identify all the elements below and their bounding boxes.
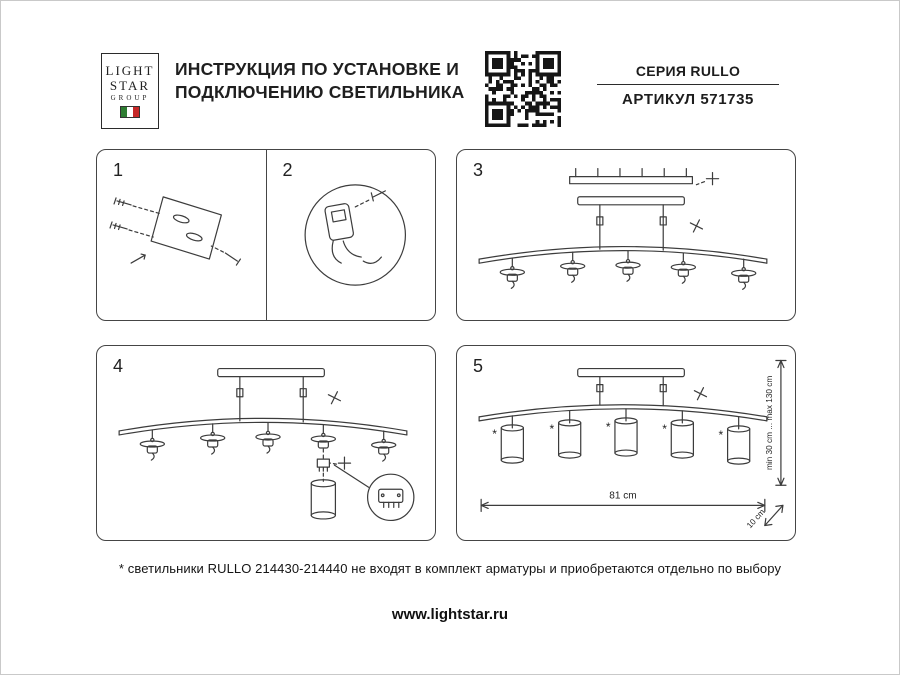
- step-3-panel: 3: [456, 149, 796, 321]
- logo-text: LIGHT: [105, 62, 155, 78]
- step-3-diagram: [478, 168, 768, 290]
- footnote: * светильники RULLO 214430-214440 не вхо…: [118, 561, 782, 576]
- step-number-4: 4: [113, 356, 124, 376]
- asterisk-mark: *: [662, 422, 667, 436]
- fixture-arc: [478, 404, 768, 422]
- step-4-panel: 4: [96, 345, 436, 541]
- offset-dimension-arrow: [764, 504, 784, 527]
- step-5-panel: 5: [456, 345, 796, 541]
- website-url: www.lightstar.ru: [391, 606, 509, 623]
- product-info: СЕРИЯ RULLO АРТИКУЛ 571735: [597, 63, 779, 108]
- fixture-arc: [118, 417, 408, 436]
- instruction-panels: 1: [96, 149, 796, 541]
- asterisk-mark: *: [550, 422, 555, 436]
- divider: [597, 84, 779, 85]
- flag-icon: [120, 106, 140, 119]
- step-1-2-panel: 1: [96, 149, 436, 321]
- step-2-diagram: [304, 184, 406, 286]
- canopy-and-rods: [577, 367, 708, 407]
- spotlight: [670, 252, 697, 284]
- lampshade: [500, 415, 524, 464]
- spotlight: [139, 429, 166, 461]
- lampshade: [557, 410, 582, 459]
- spotlight: [499, 257, 526, 289]
- title-line-2: ПОДКЛЮЧЕНИЮ СВЕТИЛЬНИКА: [175, 82, 465, 103]
- canopy-and-rods: [577, 196, 704, 251]
- step-number-1: 1: [113, 160, 124, 180]
- spotlight: [731, 258, 757, 290]
- canopy-and-rods: [217, 367, 342, 423]
- lampshade: [726, 416, 751, 465]
- lightstar-logo: LIGHT STAR GROUP: [101, 53, 159, 129]
- step-5-diagram: * * * * * 81 cm min 30 cm ... max 130 cm: [478, 359, 787, 530]
- step-1-diagram: [109, 196, 242, 266]
- spotlight: [255, 422, 281, 454]
- title-line-1: ИНСТРУКЦИЯ ПО УСТАНОВКЕ И: [175, 59, 459, 79]
- width-dimension-arrow: [480, 498, 766, 513]
- spotlight: [371, 430, 397, 462]
- width-dimension-label: 81 cm: [609, 490, 636, 501]
- asterisk-mark: *: [606, 420, 611, 434]
- height-dimension-label: min 30 cm ... max 130 cm: [765, 376, 774, 470]
- page-title: ИНСТРУКЦИЯ ПО УСТАНОВКЕ И ПОДКЛЮЧЕНИЮ СВ…: [175, 58, 495, 104]
- logo-text: GROUP: [110, 94, 150, 103]
- series-label: СЕРИЯ RULLO: [635, 63, 741, 79]
- article-number: АРТИКУЛ 571735: [621, 91, 755, 108]
- asterisk-mark: *: [719, 428, 724, 442]
- step-1-cell: 1: [97, 150, 267, 320]
- fixture-arc: [478, 245, 768, 264]
- asterisk-mark: *: [492, 427, 497, 441]
- spotlight: [200, 423, 226, 455]
- lampshade: [614, 408, 638, 457]
- lampshade-exploded-view: [310, 448, 352, 520]
- ceiling-rail: [569, 168, 720, 186]
- step-number-3: 3: [473, 160, 484, 180]
- connector-detail-magnifier: [333, 464, 415, 522]
- logo-text: STAR: [109, 77, 151, 93]
- height-dimension-arrow: [775, 359, 787, 486]
- qr-code: [485, 51, 561, 127]
- step-4-diagram: [118, 367, 415, 522]
- mounting-bracket-drawing: [109, 196, 242, 266]
- step-number-5: 5: [473, 356, 484, 376]
- wiring-connection-drawing: [304, 184, 406, 286]
- spotlight: [310, 424, 337, 449]
- step-2-cell: 2: [267, 150, 436, 320]
- lampshade: [670, 410, 695, 459]
- spotlight: [560, 251, 586, 283]
- offset-dimension-label: 10 cm: [745, 507, 767, 530]
- step-number-2: 2: [282, 160, 293, 180]
- spotlight: [615, 250, 641, 282]
